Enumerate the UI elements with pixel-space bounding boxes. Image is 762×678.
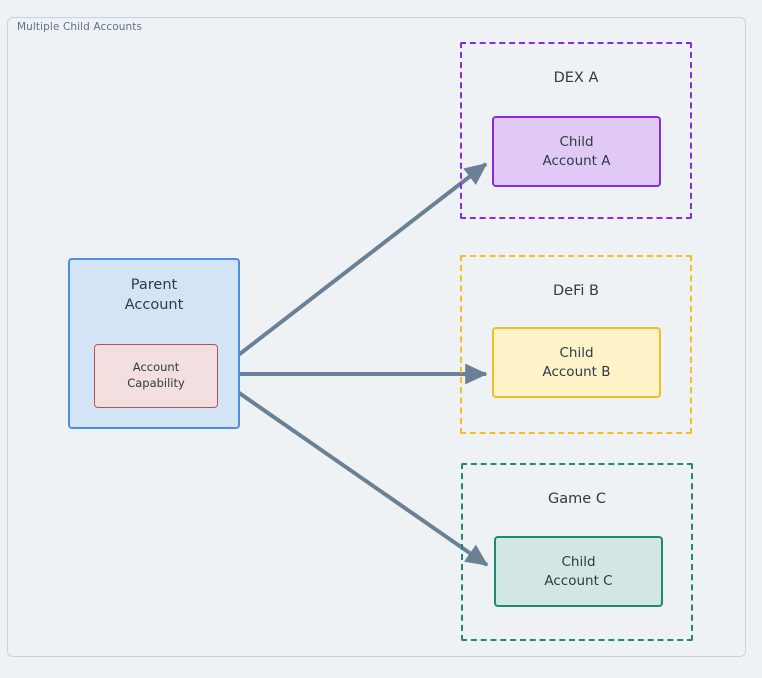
account-capability-label-line1: Account xyxy=(132,360,180,375)
child-account-b-label-line1: Child xyxy=(559,345,594,362)
child-account-b-label-line2: Account B xyxy=(542,363,611,380)
parent-account-label-line2: Account xyxy=(124,296,184,313)
cluster-dex-a[interactable]: DEX A xyxy=(460,42,692,219)
child-account-c-label-line2: Account C xyxy=(544,572,613,589)
node-child-account-b[interactable]: Child Account B xyxy=(492,327,661,398)
child-account-a-label-line1: Child xyxy=(559,134,594,151)
cluster-game-c[interactable]: Game C xyxy=(461,463,693,641)
parent-account-label: Parent Account xyxy=(125,276,184,315)
diagram-title: Multiple Child Accounts xyxy=(17,21,143,33)
cluster-dex-a-label: DEX A xyxy=(553,70,599,86)
node-child-account-a[interactable]: Child Account A xyxy=(492,116,661,187)
child-account-a-label-line2: Account A xyxy=(542,152,611,169)
node-child-account-c[interactable]: Child Account C xyxy=(494,536,663,607)
cluster-defi-b[interactable]: DeFi B xyxy=(460,255,692,434)
node-account-capability[interactable]: Account Capability xyxy=(94,344,218,408)
parent-account-label-line1: Parent xyxy=(130,277,178,293)
cluster-defi-b-label: DeFi B xyxy=(553,283,599,299)
account-capability-label-line2: Capability xyxy=(127,376,185,390)
cluster-game-c-label: Game C xyxy=(548,491,606,507)
child-account-c-label-line1: Child xyxy=(561,554,596,571)
